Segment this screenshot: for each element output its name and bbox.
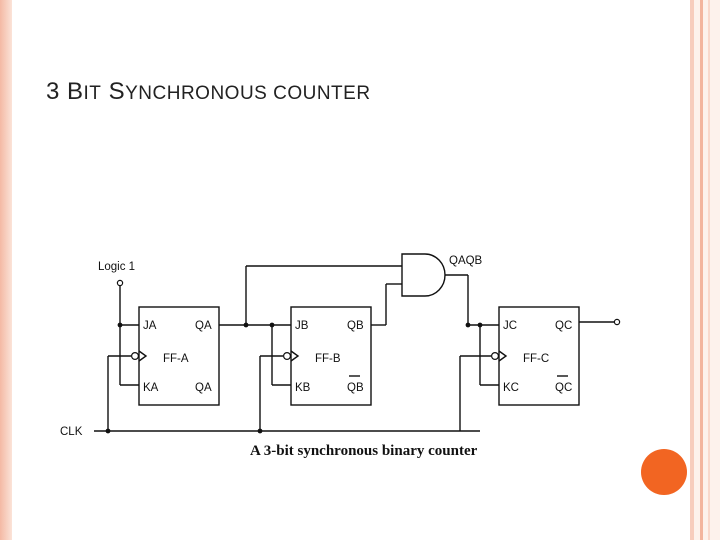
junction-dot xyxy=(105,428,111,434)
junction-dot xyxy=(465,322,471,328)
clock-input-b xyxy=(290,350,300,362)
clock-bubble-c xyxy=(491,351,500,360)
ff-c-q-label: QC xyxy=(555,320,572,332)
ff-b-j-label: JB xyxy=(295,320,309,332)
counter-circuit-diagram: Logic 1 CLK QAQB JA QA FF-A KA QA JB QB … xyxy=(60,253,621,459)
ff-c-k-label: KC xyxy=(503,382,519,394)
slide-title: 3 BIT SYNCHRONOUS COUNTER xyxy=(46,78,371,106)
ff-b-qbar-label: QB xyxy=(347,382,364,394)
ff-b-name: FF-B xyxy=(315,353,341,365)
circuit-caption: A 3-bit synchronous binary counter xyxy=(250,443,478,459)
junction-dot xyxy=(243,322,249,328)
ff-a-qbar-label: QA xyxy=(195,382,212,394)
title-part: 3 B xyxy=(46,78,84,105)
ff-c-j-label: JC xyxy=(503,320,517,332)
slide-frame-stripe xyxy=(700,0,703,540)
title-part: IT xyxy=(83,83,102,104)
logic-1-label: Logic 1 xyxy=(98,261,135,273)
slide-frame-right xyxy=(694,0,720,540)
title-part: YNCHRONOUS COUNTER xyxy=(125,83,371,104)
junction-dot xyxy=(257,428,263,434)
slide-frame-left xyxy=(0,0,12,540)
clk-label: CLK xyxy=(60,426,83,438)
ff-c-name: FF-C xyxy=(523,353,549,365)
slide-frame-stripe xyxy=(708,0,710,540)
and-output-label: QAQB xyxy=(449,255,483,267)
junction-dot xyxy=(269,322,275,328)
slide-frame-stripe xyxy=(690,0,694,540)
qc-terminal xyxy=(613,318,621,326)
ff-b-k-label: KB xyxy=(295,382,311,394)
clock-bubble-a xyxy=(130,351,139,360)
clock-input-a xyxy=(138,350,148,362)
ff-a-q-label: QA xyxy=(195,320,212,332)
accent-dot xyxy=(641,449,687,495)
junction-dot xyxy=(477,322,483,328)
and-gate xyxy=(401,253,446,297)
ff-b-q-label: QB xyxy=(347,320,364,332)
junction-dot xyxy=(117,322,123,328)
ff-c-qbar-label: QC xyxy=(555,382,572,394)
clock-input-c xyxy=(498,350,508,362)
ff-a-j-label: JA xyxy=(143,320,157,332)
logic-1-terminal xyxy=(116,279,124,287)
ff-a-name: FF-A xyxy=(163,353,189,365)
title-part: S xyxy=(101,78,126,105)
ff-a-k-label: KA xyxy=(143,382,159,394)
clock-bubble-b xyxy=(283,351,292,360)
